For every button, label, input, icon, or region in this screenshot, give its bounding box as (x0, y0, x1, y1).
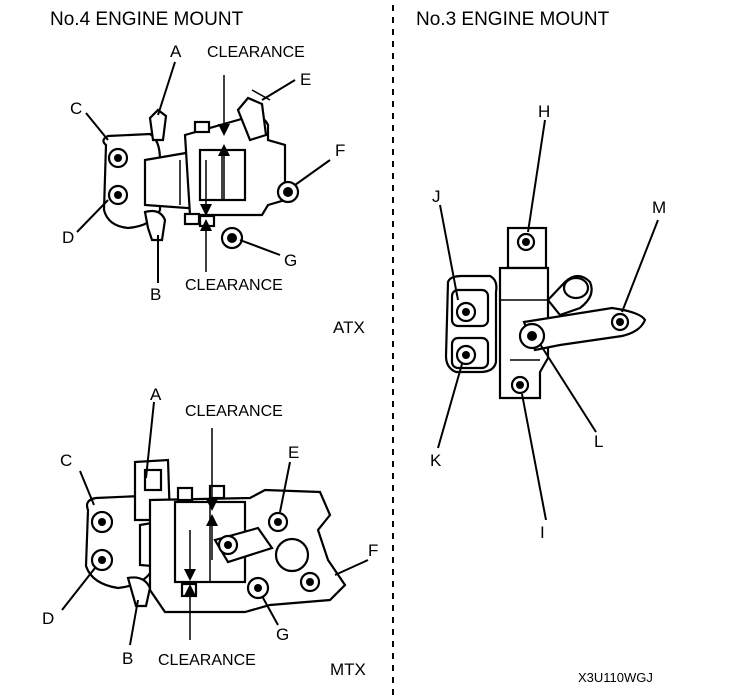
label-D: D (62, 228, 74, 247)
label-K: K (430, 451, 442, 470)
label-G-mtx: G (276, 625, 289, 644)
figure-code: X3U110WGJ (578, 670, 653, 685)
label-J: J (432, 187, 441, 206)
label-A: A (170, 42, 182, 61)
label-F: F (335, 141, 345, 160)
variant-label-atx: ATX (333, 318, 365, 337)
no3-mount-drawing (444, 226, 647, 400)
label-F-mtx: F (368, 541, 378, 560)
label-A-mtx: A (150, 385, 162, 404)
mtx-leaders (61, 401, 369, 646)
mtx-mount-drawing (84, 428, 347, 640)
label-G: G (284, 251, 297, 270)
variant-label-mtx: MTX (330, 660, 366, 679)
label-E: E (300, 70, 311, 89)
clearance-label-top: CLEARANCE (207, 44, 305, 61)
label-B-mtx: B (122, 649, 133, 668)
label-M: M (652, 198, 666, 217)
no3-leaders (437, 119, 659, 521)
clearance-label-mtx-bottom: CLEARANCE (158, 652, 256, 669)
title-no4-engine-mount: No.4 ENGINE MOUNT (50, 9, 244, 30)
label-H: H (538, 102, 550, 121)
label-I: I (540, 523, 545, 542)
label-E-mtx: E (288, 443, 299, 462)
atx-mount-drawing (102, 75, 300, 272)
clearance-label-mtx-top: CLEARANCE (185, 403, 283, 420)
atx-leaders (76, 61, 331, 283)
label-D-mtx: D (42, 609, 54, 628)
title-no3-engine-mount: No.3 ENGINE MOUNT (416, 9, 610, 30)
label-C-mtx: C (60, 451, 72, 470)
label-L: L (594, 432, 603, 451)
label-C: C (70, 99, 82, 118)
clearance-label-bottom: CLEARANCE (185, 277, 283, 294)
label-B: B (150, 285, 161, 304)
